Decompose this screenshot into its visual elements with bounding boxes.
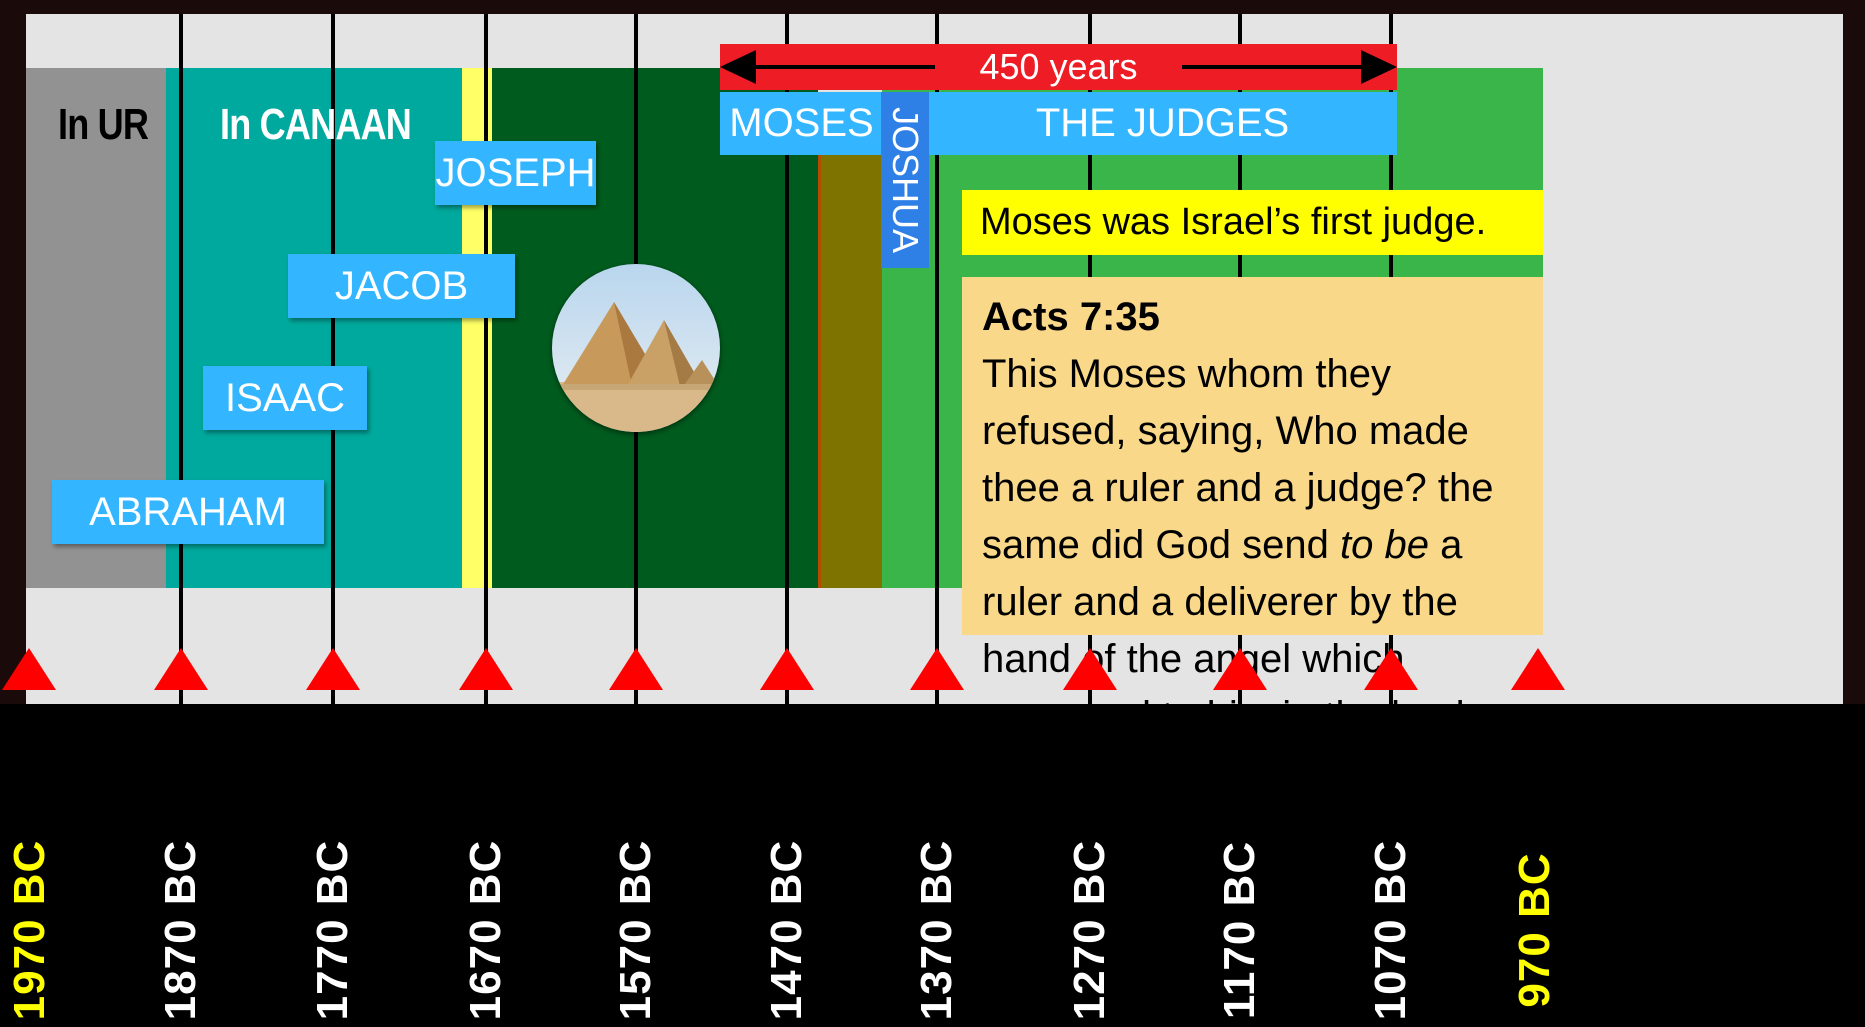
triangle-marker bbox=[910, 648, 964, 690]
judges-label: THE JUDGES bbox=[928, 92, 1397, 155]
span-bar: 450 years bbox=[720, 44, 1397, 90]
year-label: 970 BC bbox=[1505, 845, 1565, 1015]
year-label: 1270 BC bbox=[1060, 840, 1120, 1021]
year-text: 1370 BC bbox=[912, 839, 961, 1021]
joshua-label: JOSHUA bbox=[881, 92, 929, 268]
year-text: 1570 BC bbox=[611, 839, 660, 1021]
year-text: 1070 BC bbox=[1366, 839, 1415, 1021]
triangle-marker bbox=[306, 648, 360, 690]
region-ur-label: In UR bbox=[58, 100, 149, 149]
year-label: 1470 BC bbox=[757, 840, 817, 1021]
isaac-label: ISAAC bbox=[203, 366, 367, 430]
year-line bbox=[484, 14, 488, 834]
year-line bbox=[179, 14, 183, 834]
year-axis-strip bbox=[0, 704, 1865, 1027]
year-label: 1670 BC bbox=[456, 840, 516, 1021]
year-text: 970 BC bbox=[1510, 852, 1559, 1008]
year-text: 1270 BC bbox=[1065, 839, 1114, 1021]
year-label: 1070 BC bbox=[1361, 840, 1421, 1021]
triangle-marker bbox=[1511, 648, 1565, 690]
year-label: 1370 BC bbox=[907, 840, 967, 1021]
region-canaan-label: In CANAAN bbox=[220, 100, 412, 149]
quote-text-italic: to be bbox=[1340, 523, 1429, 567]
year-label: 1770 BC bbox=[303, 840, 363, 1021]
joshua-text: JOSHUA bbox=[885, 106, 926, 254]
quote-reference: Acts 7:35 bbox=[982, 295, 1160, 339]
callout-text: Moses was Israel’s first judge. bbox=[980, 201, 1487, 243]
triangle-marker bbox=[609, 648, 663, 690]
triangle-marker bbox=[154, 648, 208, 690]
quote-text-part1: This Moses whom they refused, saying, Wh… bbox=[982, 352, 1494, 567]
callout-box: Moses was Israel’s first judge. bbox=[962, 190, 1543, 255]
jacob-label: JACOB bbox=[288, 254, 515, 318]
moses-label: MOSES bbox=[720, 92, 883, 155]
year-text: 1970 BC bbox=[5, 839, 54, 1021]
triangle-marker bbox=[1364, 648, 1418, 690]
triangle-marker bbox=[2, 648, 56, 690]
abraham-label: ABRAHAM bbox=[52, 480, 324, 544]
year-label: 1970 BC bbox=[0, 840, 60, 1021]
year-text: 1670 BC bbox=[461, 839, 510, 1021]
year-label: 1570 BC bbox=[606, 840, 666, 1021]
pyramids-icon bbox=[552, 264, 720, 432]
span-label: 450 years bbox=[979, 46, 1138, 87]
year-line bbox=[785, 14, 789, 834]
triangle-marker bbox=[459, 648, 513, 690]
year-text: 1870 BC bbox=[156, 839, 205, 1021]
era-wilderness-band bbox=[818, 155, 885, 588]
triangle-marker bbox=[1213, 648, 1267, 690]
year-text: 1170 BC bbox=[1215, 840, 1264, 1020]
scripture-quote: Acts 7:35 This Moses whom they refused, … bbox=[962, 277, 1543, 738]
joseph-label: JOSEPH bbox=[435, 141, 596, 205]
triangle-marker bbox=[760, 648, 814, 690]
year-line bbox=[935, 14, 939, 834]
year-label: 1170 BC bbox=[1210, 841, 1270, 1019]
year-text: 1770 BC bbox=[308, 839, 357, 1021]
year-label: 1870 BC bbox=[151, 840, 211, 1021]
triangle-marker bbox=[1063, 648, 1117, 690]
year-text: 1470 BC bbox=[762, 839, 811, 1021]
